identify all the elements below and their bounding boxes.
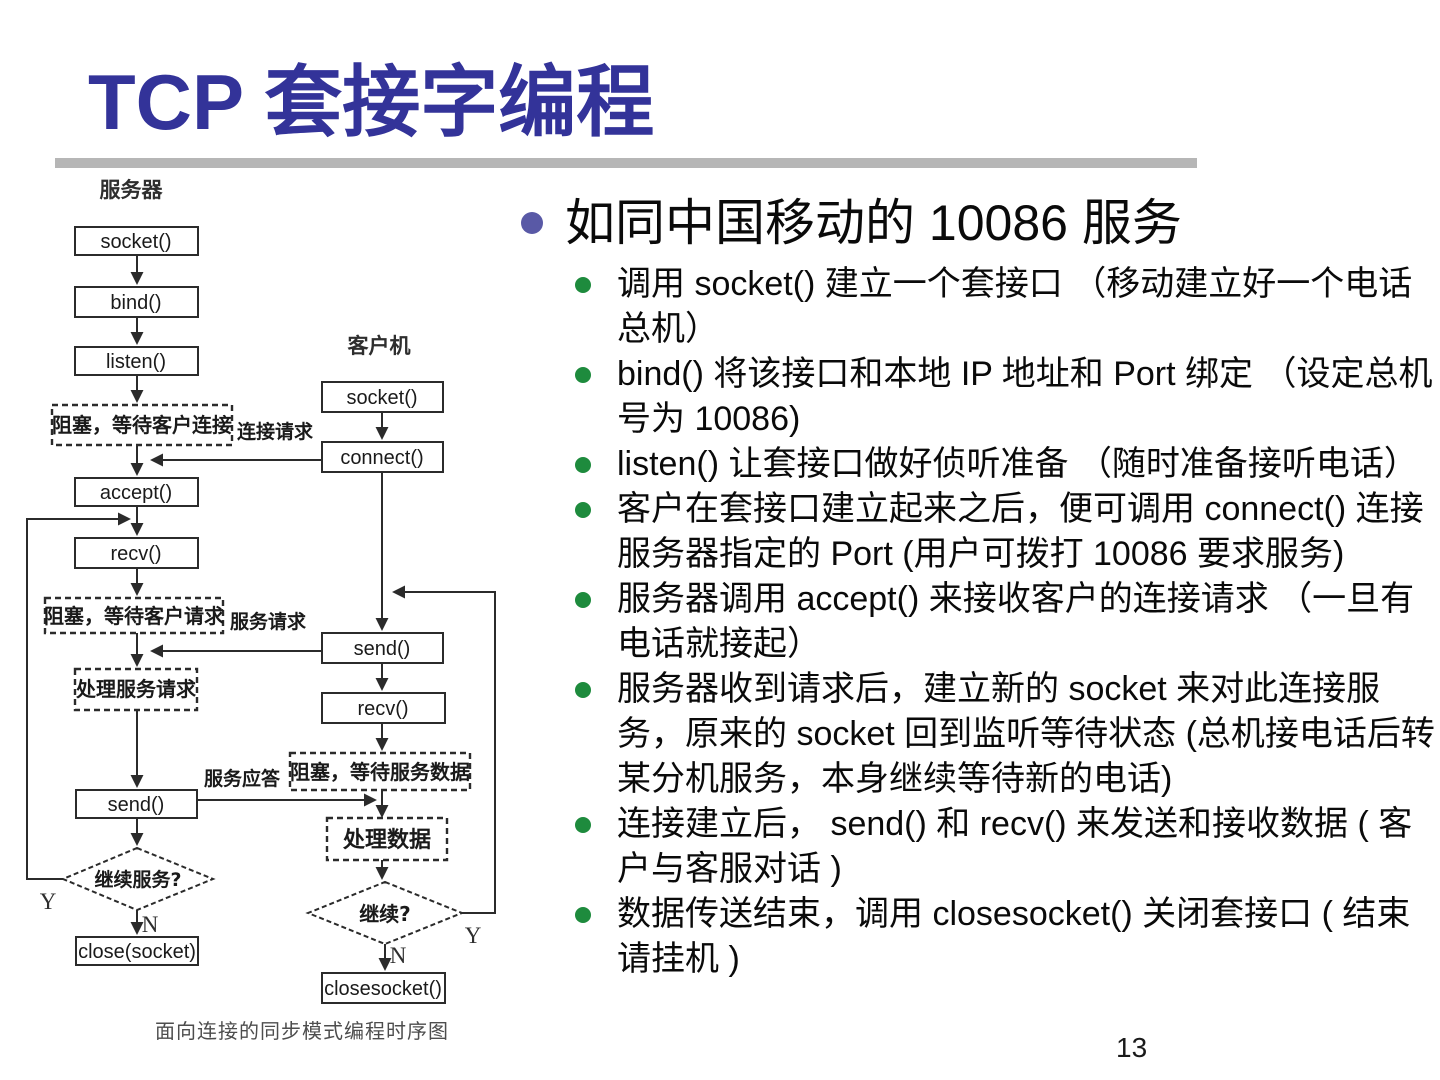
server-send-label: send() bbox=[108, 794, 165, 816]
client-process-data-box bbox=[325, 816, 449, 862]
client-send-label: send() bbox=[354, 638, 411, 660]
server-listen-label: listen() bbox=[106, 351, 166, 373]
diagram-caption: 面向连接的同步模式编程时序图 bbox=[155, 1019, 449, 1043]
level2-bullet-icon bbox=[575, 592, 591, 608]
edge-server-yes-loop bbox=[26, 512, 131, 880]
level2-bullet-icon bbox=[575, 907, 591, 923]
page-number: 13 bbox=[1116, 1032, 1148, 1063]
server-send-box bbox=[75, 789, 198, 819]
server-continue-label: 继续服务? bbox=[94, 868, 181, 891]
server-block-wait-request-box bbox=[43, 596, 225, 635]
bullet-text: 服务器收到请求后，建立新的 socket 来对此连接服务，原来的 socket … bbox=[617, 670, 1435, 798]
bullet-text: 服务器调用 accept() 来接收客户的连接请求 （一旦有电话就接起） bbox=[617, 580, 1415, 663]
bullet-text: 连接建立后， send() 和 recv() 来发送和接收数据 ( 客户与客服对… bbox=[617, 805, 1413, 888]
client-socket-box bbox=[321, 381, 444, 413]
server-block-wait-connect-label: 阻塞，等待客户连接 bbox=[52, 413, 232, 437]
slide-body-text: 如同中国移动的 10086 服务 调用 socket() 建立一个套接口 （移动… bbox=[519, 192, 1440, 982]
client-send-box bbox=[321, 632, 444, 664]
title-underline bbox=[55, 158, 1197, 168]
client-block-wait-data-box bbox=[288, 751, 472, 792]
tcp-flowchart-diagram: 服务器 客户机 socket() bind() listen() 阻塞，等待客户… bbox=[26, 178, 496, 1043]
client-continue-diamond bbox=[305, 880, 465, 946]
server-yes-label: Y bbox=[40, 889, 57, 914]
server-continue-diamond bbox=[60, 846, 216, 912]
level2-bullet-icon bbox=[575, 367, 591, 383]
bullet-text: listen() 让套接口做好侦听准备 （随时准备接听电话） bbox=[617, 445, 1418, 483]
edge-client-yes-loop bbox=[392, 585, 496, 914]
client-connect-box bbox=[321, 441, 444, 473]
list-item: listen() 让套接口做好侦听准备 （随时准备接听电话） bbox=[519, 442, 1440, 487]
list-item: 调用 socket() 建立一个套接口 （移动建立好一个电话总机） bbox=[519, 262, 1440, 352]
level2-bullet-icon bbox=[575, 817, 591, 833]
list-item: 服务器调用 accept() 来接收客户的连接请求 （一旦有电话就接起） bbox=[519, 577, 1440, 667]
server-block-wait-request-label: 阻塞，等待客户请求 bbox=[44, 604, 225, 628]
server-socket-label: socket() bbox=[100, 231, 171, 253]
server-no-label: N bbox=[142, 912, 159, 937]
level1-heading: 如同中国移动的 10086 服务 bbox=[565, 195, 1182, 251]
client-no-label: N bbox=[390, 943, 407, 968]
client-column-label: 客户机 bbox=[348, 334, 411, 358]
server-recv-label: recv() bbox=[110, 543, 161, 565]
level2-bullet-icon bbox=[575, 457, 591, 473]
bullet-text: bind() 将该接口和本地 IP 地址和 Port 绑定 （设定总机号为 10… bbox=[617, 355, 1433, 438]
server-process-request-box bbox=[73, 667, 199, 712]
level1-bullet-row: 如同中国移动的 10086 服务 bbox=[519, 192, 1440, 254]
connect-request-label: 连接请求 bbox=[237, 420, 314, 443]
server-bind-box bbox=[74, 286, 199, 318]
level1-bullet-icon bbox=[521, 212, 543, 234]
client-yes-label: Y bbox=[465, 923, 482, 948]
list-item: 连接建立后， send() 和 recv() 来发送和接收数据 ( 客户与客服对… bbox=[519, 802, 1440, 892]
server-column-label: 服务器 bbox=[100, 178, 164, 202]
server-accept-box bbox=[74, 477, 199, 507]
server-process-request-label: 处理服务请求 bbox=[75, 677, 197, 701]
level2-bullet-list: 调用 socket() 建立一个套接口 （移动建立好一个电话总机） bind()… bbox=[519, 262, 1440, 982]
level2-bullet-icon bbox=[575, 682, 591, 698]
server-recv-box bbox=[74, 537, 199, 569]
list-item: 客户在套接口建立起来之后，便可调用 connect() 连接服务器指定的 Por… bbox=[519, 487, 1440, 577]
service-request-label: 服务请求 bbox=[230, 610, 307, 633]
server-bind-label: bind() bbox=[110, 292, 161, 314]
client-block-wait-data-label: 阻塞，等待服务数据 bbox=[290, 760, 470, 784]
page-title: TCP 套接字编程 bbox=[88, 58, 655, 146]
client-closesocket-label: closesocket() bbox=[324, 978, 442, 1000]
server-close-label: close(socket) bbox=[78, 941, 196, 963]
client-socket-label: socket() bbox=[346, 387, 417, 409]
client-closesocket-box bbox=[321, 972, 446, 1004]
service-reply-label: 服务应答 bbox=[204, 767, 281, 790]
client-recv-box bbox=[321, 692, 446, 724]
bullet-text: 客户在套接口建立起来之后，便可调用 connect() 连接服务器指定的 Por… bbox=[617, 490, 1424, 573]
server-listen-box bbox=[74, 346, 199, 376]
client-recv-label: recv() bbox=[357, 698, 408, 720]
server-accept-label: accept() bbox=[100, 482, 172, 504]
level2-bullet-icon bbox=[575, 502, 591, 518]
level2-bullet-icon bbox=[575, 277, 591, 293]
list-item: bind() 将该接口和本地 IP 地址和 Port 绑定 （设定总机号为 10… bbox=[519, 352, 1440, 442]
client-process-data-label: 处理数据 bbox=[342, 827, 431, 853]
list-item: 数据传送结束，调用 closesocket() 关闭套接口 ( 结束请挂机 ) bbox=[519, 892, 1440, 982]
client-continue-label: 继续? bbox=[359, 902, 411, 926]
bullet-text: 调用 socket() 建立一个套接口 （移动建立好一个电话总机） bbox=[617, 265, 1413, 348]
server-close-box bbox=[75, 936, 199, 966]
list-item: 服务器收到请求后，建立新的 socket 来对此连接服务，原来的 socket … bbox=[519, 667, 1440, 802]
bullet-text: 数据传送结束，调用 closesocket() 关闭套接口 ( 结束请挂机 ) bbox=[617, 895, 1411, 978]
server-socket-box bbox=[74, 226, 199, 256]
server-block-wait-connect-box bbox=[50, 403, 234, 447]
client-connect-label: connect() bbox=[340, 447, 423, 469]
